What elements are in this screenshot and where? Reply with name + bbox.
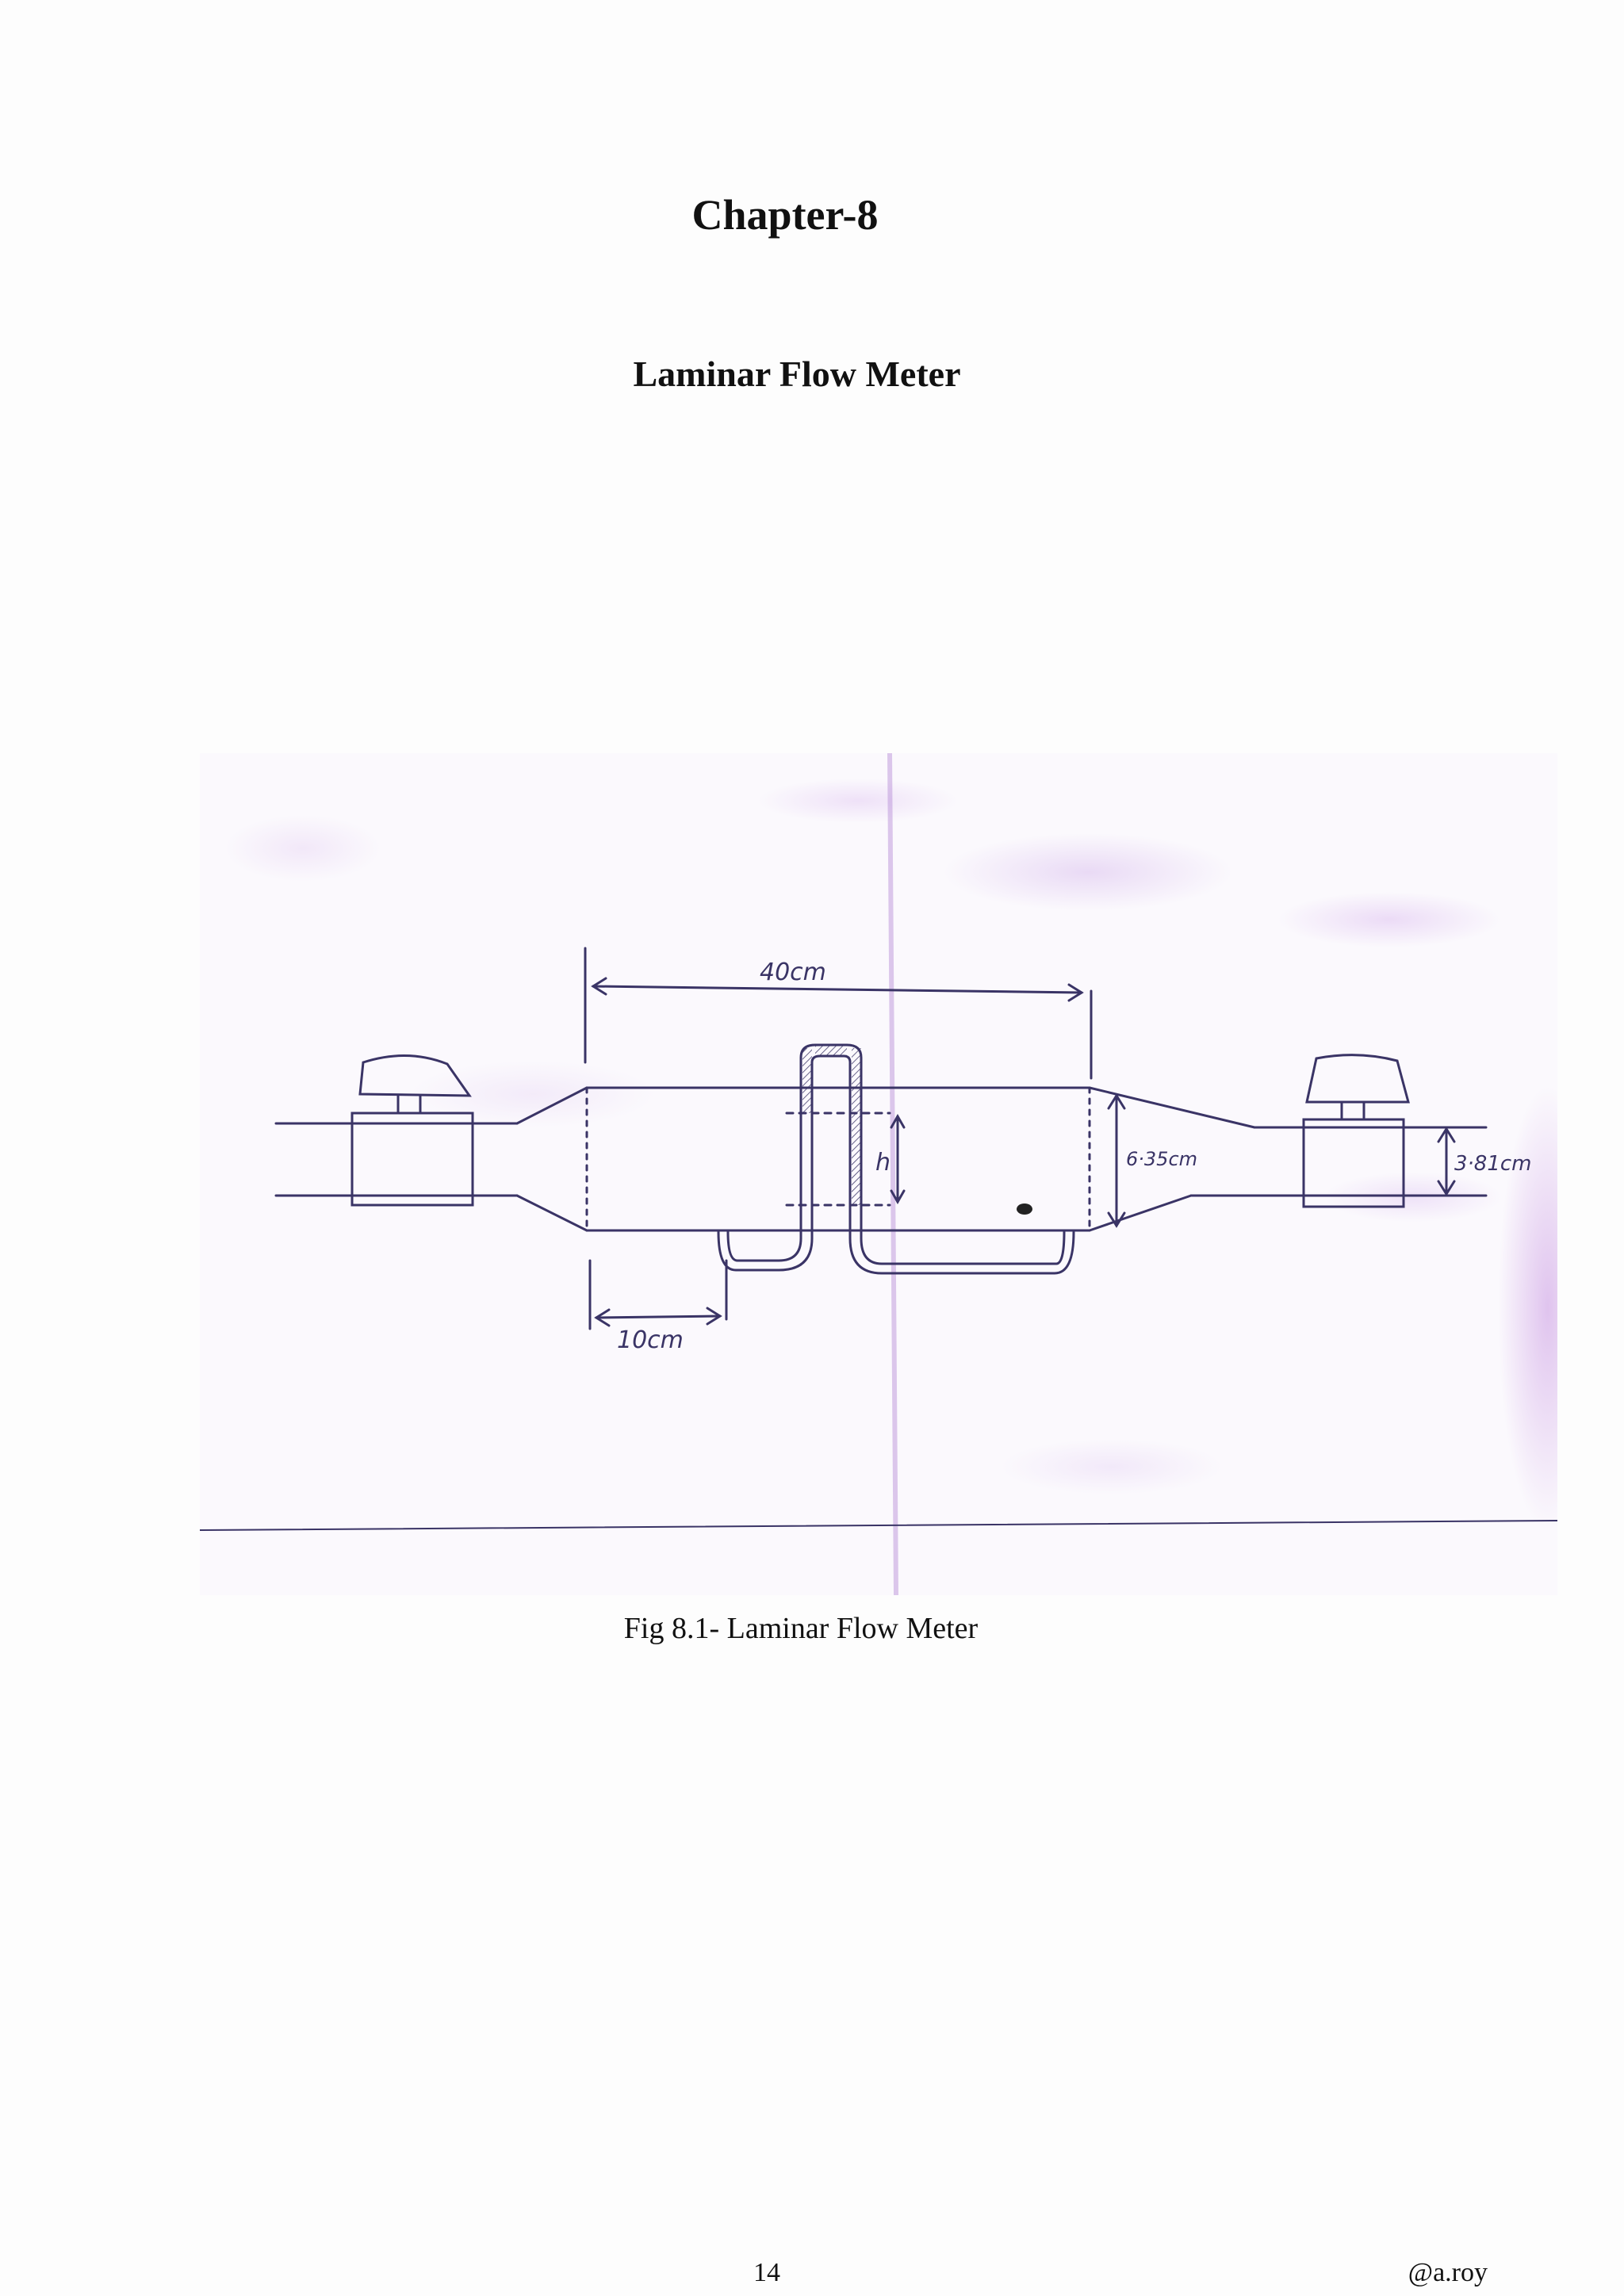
left-valve-handwheel — [358, 1054, 472, 1097]
main-diameter-label: 6·35cm — [1126, 1148, 1197, 1170]
right-valve — [1302, 1118, 1405, 1208]
pipe-assembly — [200, 947, 1557, 1531]
paper-fold — [887, 753, 898, 1595]
manometer-fluid-right — [852, 1048, 861, 1205]
head-label: h — [875, 1149, 891, 1177]
pipe-diameter-label: 3·81cm — [1454, 1152, 1532, 1176]
flow-meter-sketch: 40cm 10cm h 6·35cm 3·81cm — [200, 753, 1557, 1595]
manometer-fluid-left — [802, 1048, 812, 1113]
length-label: 40cm — [760, 959, 826, 986]
laminar-flow-meter-figure: 40cm 10cm h 6·35cm 3·81cm — [200, 753, 1557, 1595]
tap-distance-label: 10cm — [617, 1326, 684, 1354]
ink-speck — [1017, 1203, 1032, 1215]
right-valve-handwheel — [1305, 1054, 1410, 1104]
figure-caption: Fig 8.1- Laminar Flow Meter — [623, 1612, 979, 1645]
section-title: Laminar Flow Meter — [633, 354, 961, 394]
chapter-title: Chapter-8 — [691, 191, 879, 239]
page-number: 14 — [753, 2258, 780, 2287]
left-valve — [350, 1112, 474, 1207]
author-tag: @a.roy — [1408, 2258, 1488, 2287]
